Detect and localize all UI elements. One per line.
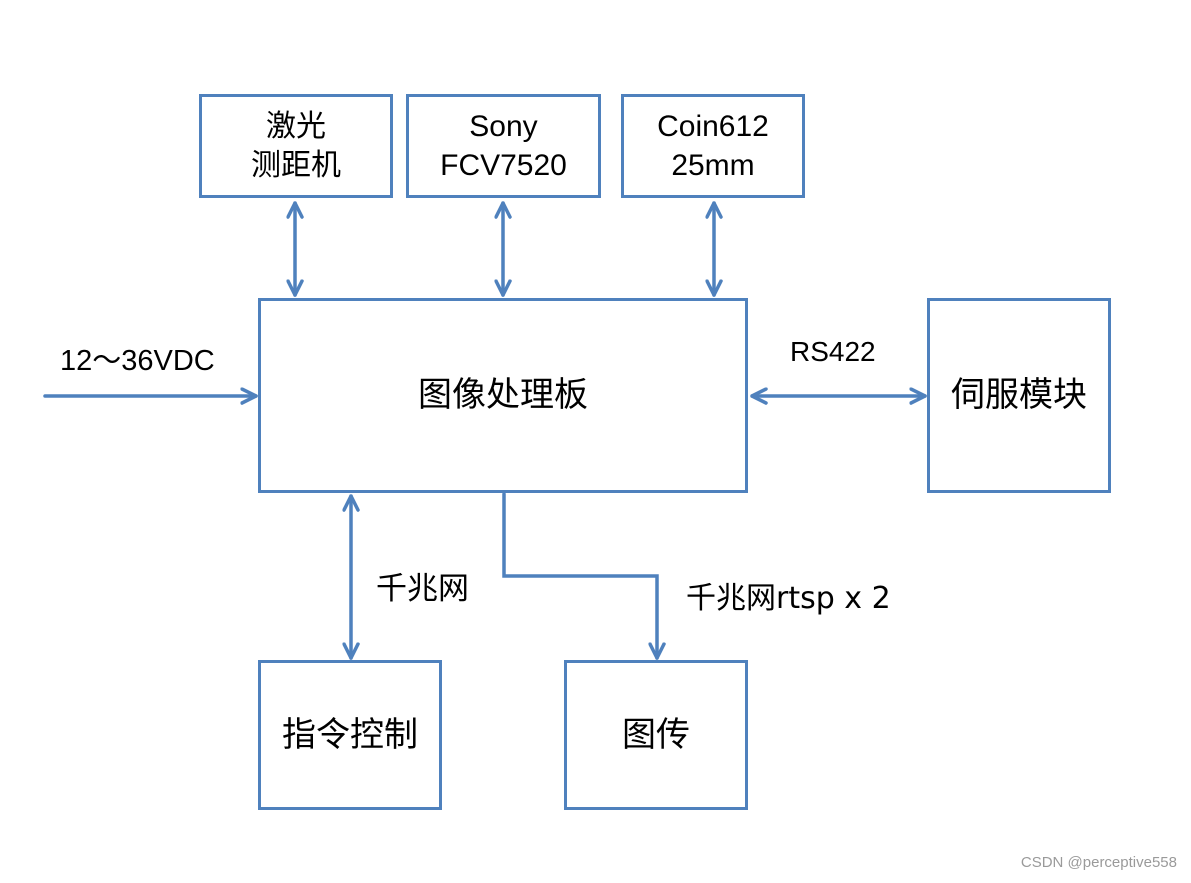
node-command-control-label: 指令控制 (282, 714, 418, 755)
node-coin-thermal-line-2: 25mm (671, 149, 755, 182)
gigabit-rtsp-label: 千兆网rtsp x 2 (686, 581, 891, 616)
node-command-control: 指令控制 (258, 660, 442, 810)
node-servo-module-label: 伺服模块 (951, 375, 1087, 416)
node-image-transmission-label: 图传 (622, 714, 690, 755)
node-sony-camera-line-1: Sony (469, 110, 538, 143)
node-coin-thermal-line-1: Coin612 (657, 110, 769, 143)
node-sony-camera-line-2: FCV7520 (440, 149, 567, 182)
node-servo-module: 伺服模块 (927, 298, 1111, 493)
node-image-processing-board-label: 图像处理板 (418, 375, 588, 416)
node-image-processing-board: 图像处理板 (258, 298, 748, 493)
node-laser-rangefinder-line-1: 激光 (266, 109, 326, 144)
node-image-transmission: 图传 (564, 660, 748, 810)
watermark: CSDN @perceptive558 (1020, 854, 1177, 871)
power-input-label: 12～36VDC (60, 345, 215, 377)
node-sony-camera: Sony FCV7520 (406, 94, 601, 198)
node-coin-thermal: Coin612 25mm (621, 94, 805, 198)
rs422-label: RS422 (790, 336, 876, 367)
gigabit-control-label: 千兆网 (376, 571, 469, 607)
node-laser-rangefinder-line-2: 测距机 (251, 148, 341, 183)
node-laser-rangefinder: 激光 测距机 (199, 94, 393, 198)
edge-board-transmission (502, 492, 666, 660)
